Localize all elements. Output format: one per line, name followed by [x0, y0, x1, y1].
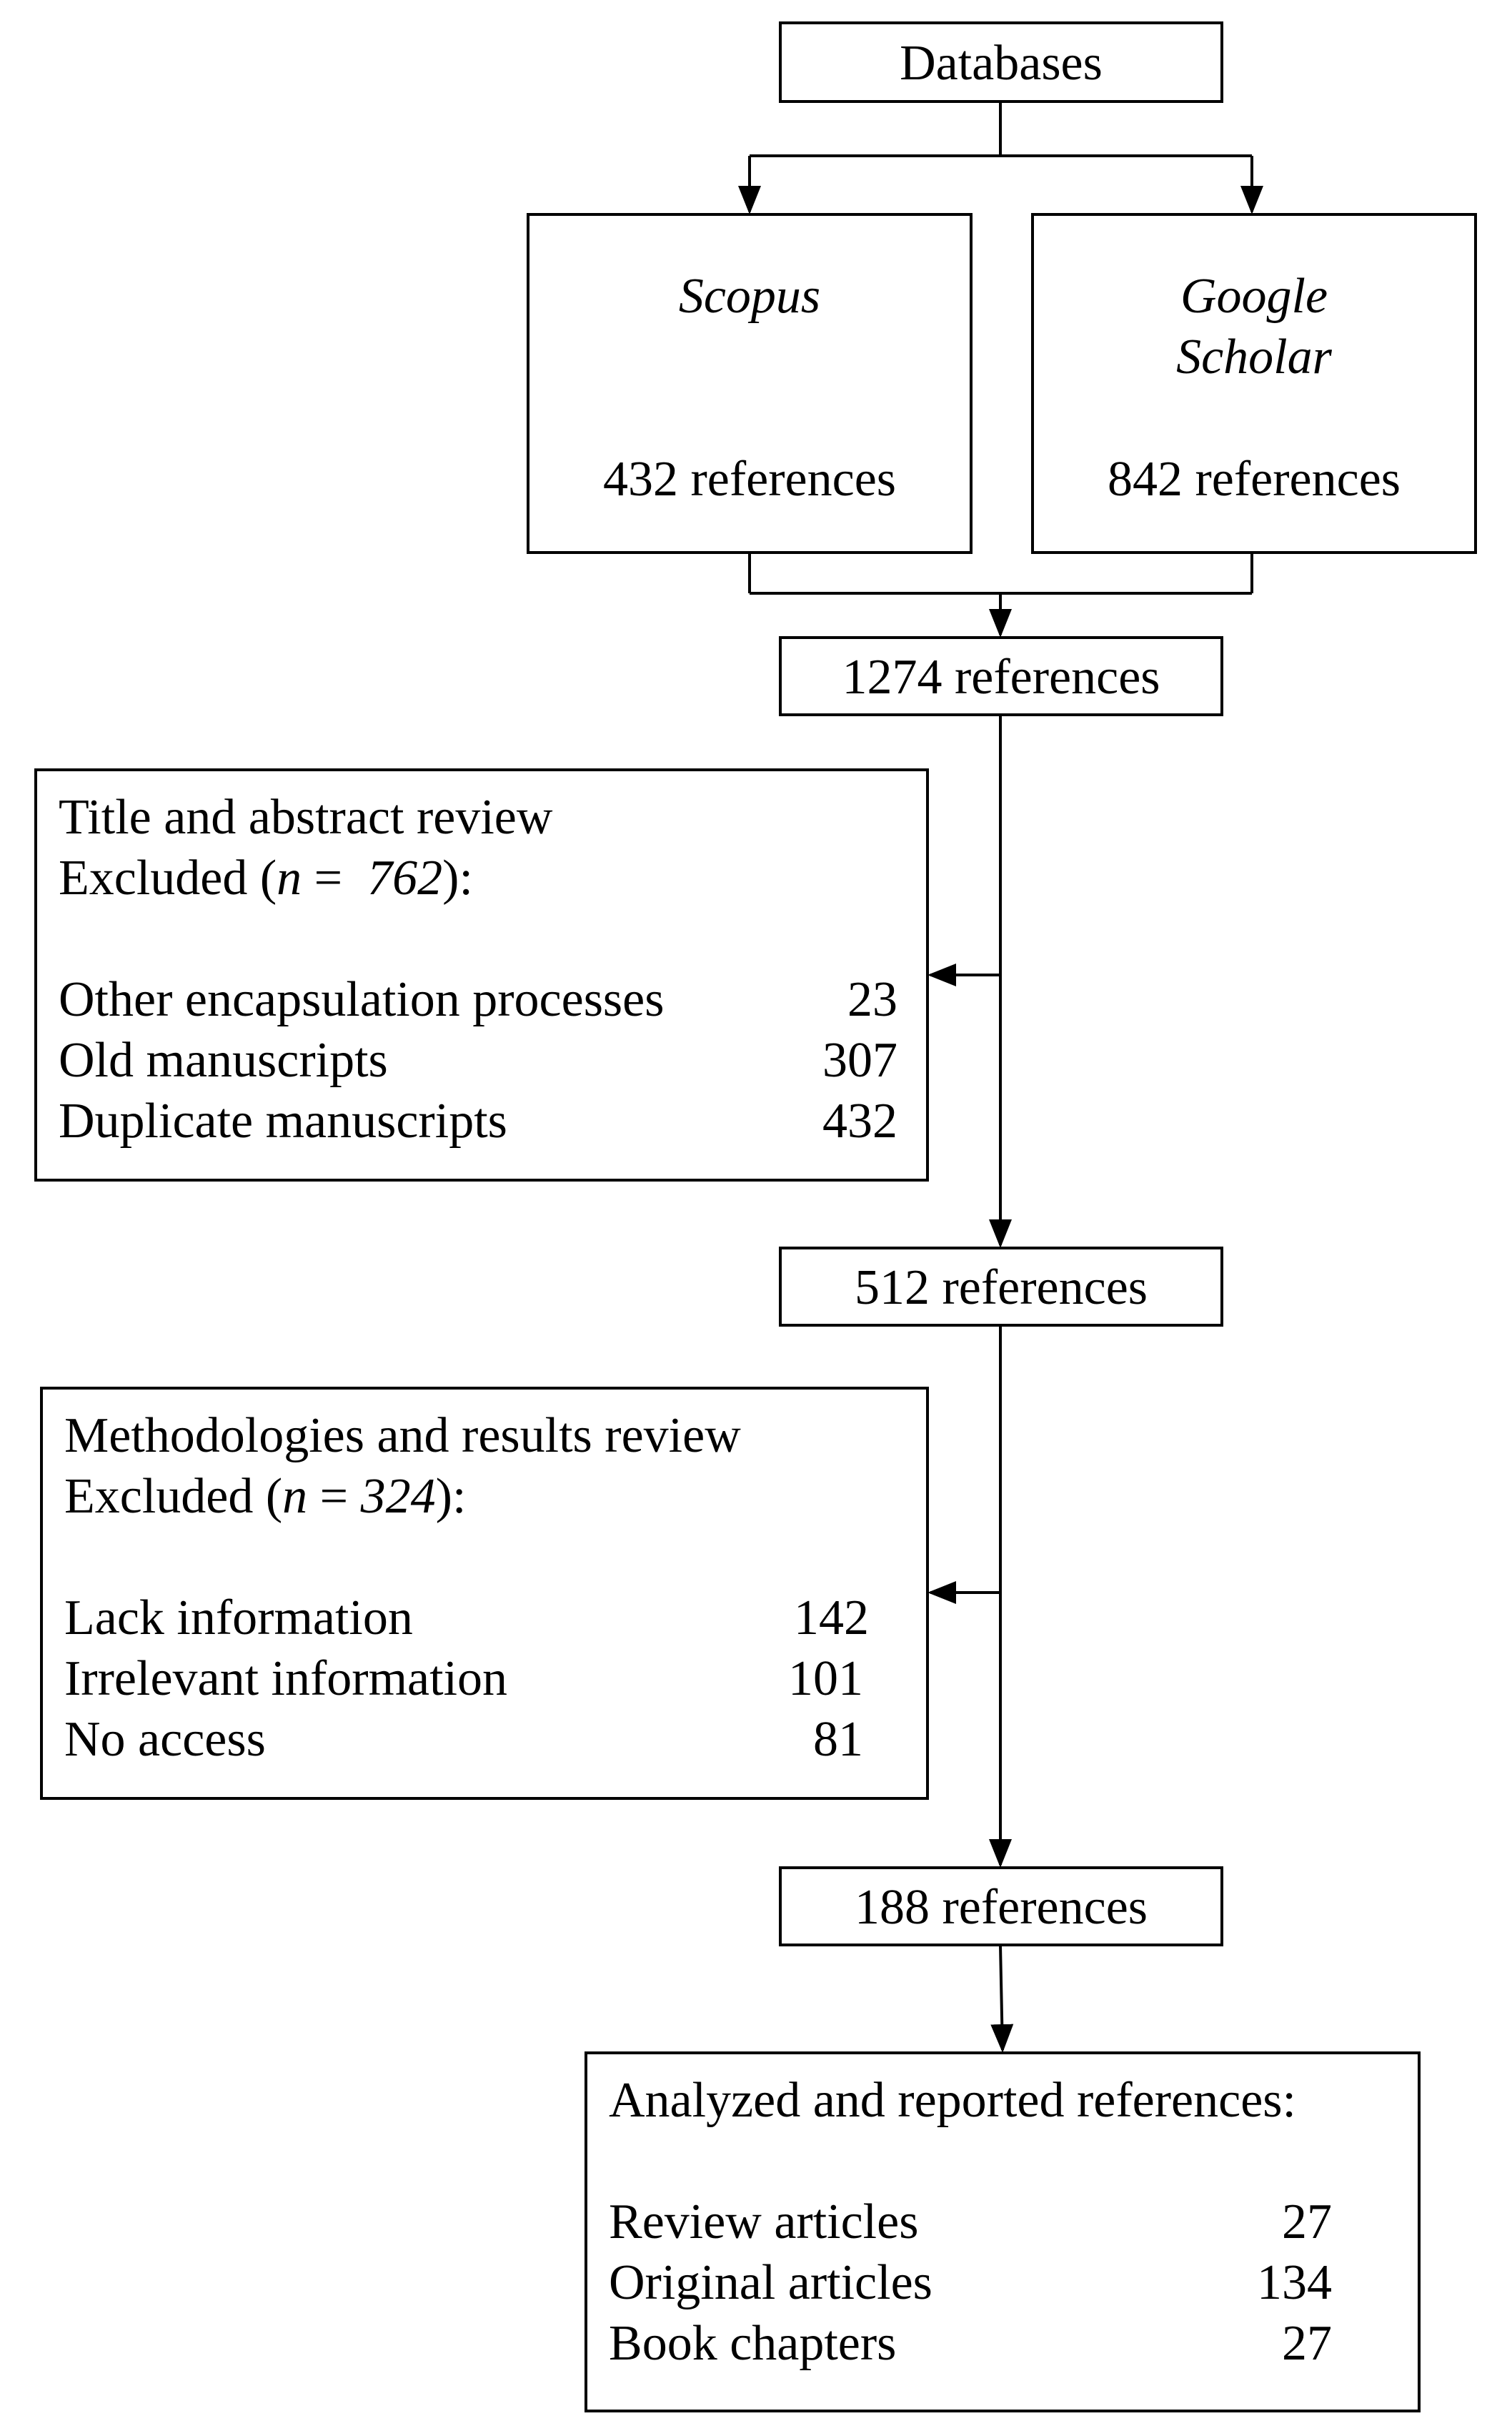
exclusion-1-row-value: 307 — [822, 1033, 897, 1088]
google-scholar-name-line1: Google — [1180, 269, 1328, 324]
exclusion-1-row-label: Duplicate manuscripts — [59, 1094, 507, 1149]
final-row-value: 134 — [1257, 2255, 1332, 2310]
final-row-label: Book chapters — [609, 2316, 897, 2371]
final-row-label: Review articles — [609, 2194, 919, 2249]
title-abstract-exclusion-box: Title and abstract review Excluded (n = … — [34, 768, 929, 1182]
scopus-count: 432 references — [602, 452, 897, 507]
stage-512-box: 512 references — [779, 1247, 1223, 1327]
stage-1274-label: 1274 references — [842, 650, 1160, 705]
stage-1274-box: 1274 references — [779, 636, 1223, 716]
stage-512-label: 512 references — [854, 1260, 1148, 1315]
stage-188-box: 188 references — [779, 1866, 1223, 1946]
google-scholar-box: Google Scholar 842 references — [1031, 213, 1477, 554]
exclusion-2-row-label: Lack information — [64, 1590, 413, 1645]
exclusion-1-row-label: Old manuscripts — [59, 1033, 388, 1088]
exclusion-2-row-value: 101 — [788, 1651, 863, 1706]
exclusion-2-row-label: No access — [64, 1712, 266, 1767]
stage-188-label: 188 references — [854, 1880, 1148, 1935]
exclusion-1-summary: Excluded (n = 762): — [59, 851, 473, 906]
scopus-name: Scopus — [678, 269, 821, 324]
exclusion-2-title: Methodologies and results review — [64, 1408, 741, 1463]
exclusion-1-row-value: 23 — [847, 972, 897, 1027]
exclusion-1-title: Title and abstract review — [59, 790, 553, 845]
final-row-value: 27 — [1282, 2194, 1332, 2249]
final-row-value: 27 — [1282, 2316, 1332, 2371]
databases-box: Databases — [779, 21, 1223, 103]
final-references-box: Analyzed and reported references: Review… — [585, 2051, 1421, 2412]
methodology-exclusion-box: Methodologies and results review Exclude… — [40, 1387, 929, 1800]
google-scholar-name-line2: Scholar — [1176, 330, 1332, 385]
final-row-label: Original articles — [609, 2255, 932, 2310]
exclusion-1-row-value: 432 — [822, 1094, 897, 1149]
final-title: Analyzed and reported references: — [609, 2073, 1296, 2128]
scopus-box: Scopus 432 references — [527, 213, 973, 554]
exclusion-2-row-value: 142 — [794, 1590, 869, 1645]
exclusion-2-row-label: Irrelevant information — [64, 1651, 508, 1706]
exclusion-2-row-value: 81 — [813, 1712, 863, 1767]
exclusion-2-summary: Excluded (n = 324): — [64, 1469, 467, 1524]
databases-label: Databases — [900, 36, 1103, 91]
google-scholar-count: 842 references — [1107, 452, 1401, 507]
exclusion-1-row-label: Other encapsulation processes — [59, 972, 665, 1027]
arrow-to-final — [990, 1945, 1014, 2053]
